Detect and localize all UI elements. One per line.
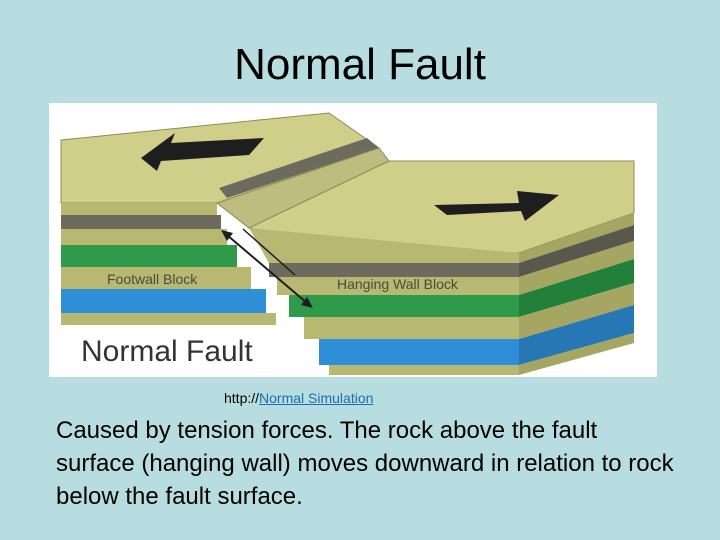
hanging-wall-layer-tan-1 (249, 228, 519, 263)
hanging-wall-side-green (519, 259, 634, 317)
hanging-wall-side-tan-3 (519, 283, 634, 339)
fault-slip-arrow (221, 228, 313, 308)
footwall-layer-tan-1 (61, 203, 217, 215)
hanging-wall-side-tan-1 (519, 213, 634, 263)
hanging-wall-layer-blue (319, 339, 519, 365)
right-movement-arrow (434, 191, 559, 221)
body-text: Caused by tension forces. The rock above… (56, 417, 674, 510)
left-movement-arrow (141, 133, 264, 171)
footwall-layer-gray (61, 215, 221, 229)
hanging-wall-layer-tan-4 (329, 365, 519, 375)
footwall-layer-green (61, 245, 237, 267)
hanging-wall-block-label: Hanging Wall Block (337, 276, 459, 292)
hanging-wall-layer-green (289, 295, 519, 317)
slide-title: Normal Fault (234, 40, 486, 89)
footwall-layer-tan-3 (61, 267, 251, 289)
footwall-block-label: Footwall Block (107, 271, 198, 287)
fault-block-illustration: Footwall Block Hanging Wall Block Normal… (60, 112, 635, 375)
diagram-caption: Normal Fault (81, 335, 253, 368)
footwall-top-gray-stripe (219, 138, 379, 198)
hanging-wall-layer-tan-3 (304, 317, 519, 339)
hanging-wall-side-tan-4 (519, 333, 634, 375)
hanging-wall-side-gray (519, 225, 634, 277)
normal-simulation-link[interactable]: Normal Simulation (259, 390, 374, 406)
hanging-wall-layer-gray (269, 263, 519, 277)
hanging-wall-side-tan-2 (519, 241, 634, 295)
footwall-layer-tan-4 (61, 313, 276, 325)
hanging-wall-layer-tan-2 (277, 277, 519, 295)
link-prefix: http:// (224, 390, 260, 406)
simulation-link-line: http://Normal Simulation (224, 390, 373, 406)
footwall-layer-tan-2 (61, 229, 227, 245)
footwall-layer-blue (61, 289, 266, 313)
hanging-wall-side-blue (519, 305, 634, 365)
normal-fault-diagram: Footwall Block Hanging Wall Block Normal… (49, 103, 657, 377)
